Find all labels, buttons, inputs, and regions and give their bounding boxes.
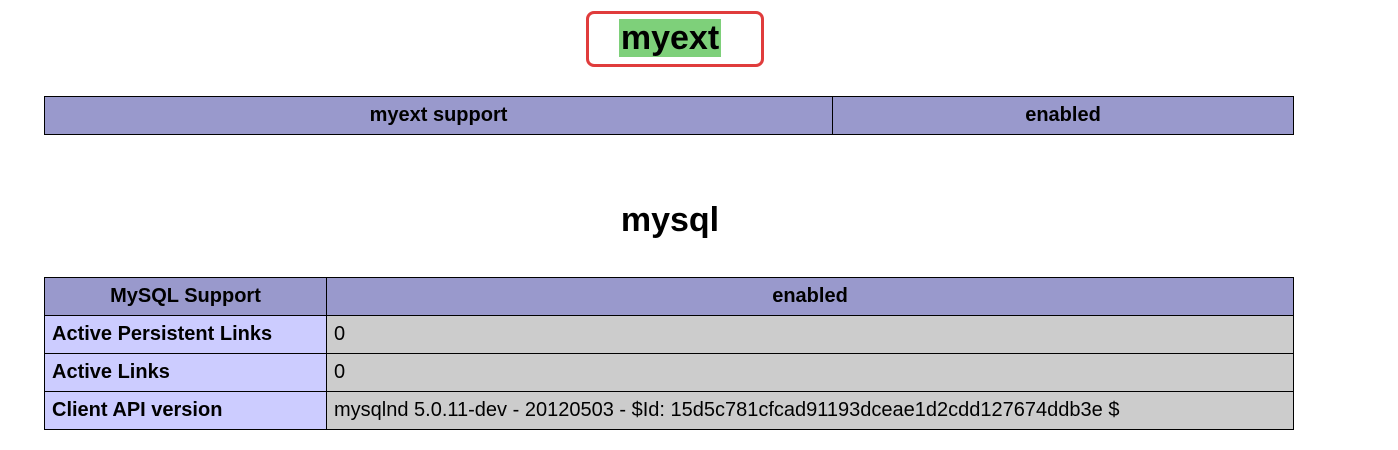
module-heading-myext: myext <box>0 18 1340 58</box>
mysql-support-label: MySQL Support <box>44 277 327 316</box>
row-key-client-api-version: Client API version <box>44 391 327 430</box>
table-row: Active Links 0 <box>44 353 1294 392</box>
mysql-info-table: MySQL Support enabled Active Persistent … <box>44 277 1294 430</box>
row-key-active-persistent-links: Active Persistent Links <box>44 315 327 354</box>
row-key-active-links: Active Links <box>44 353 327 392</box>
row-value-active-links: 0 <box>326 353 1294 392</box>
myext-support-label: myext support <box>44 96 833 135</box>
myext-info-table: myext support enabled <box>44 96 1294 135</box>
module-heading-mysql: mysql <box>620 201 720 239</box>
table-row: MySQL Support enabled <box>44 277 1294 316</box>
row-value-active-persistent-links: 0 <box>326 315 1294 354</box>
mysql-support-value: enabled <box>326 277 1294 316</box>
row-value-client-api-version: mysqlnd 5.0.11-dev - 20120503 - $Id: 15d… <box>326 391 1294 430</box>
table-row: Client API version mysqlnd 5.0.11-dev - … <box>44 391 1294 430</box>
table-row: myext support enabled <box>44 96 1294 135</box>
highlight-annotation-box <box>586 11 764 67</box>
table-row: Active Persistent Links 0 <box>44 315 1294 354</box>
module-title-myext: myext <box>618 19 722 57</box>
myext-support-value: enabled <box>832 96 1294 135</box>
